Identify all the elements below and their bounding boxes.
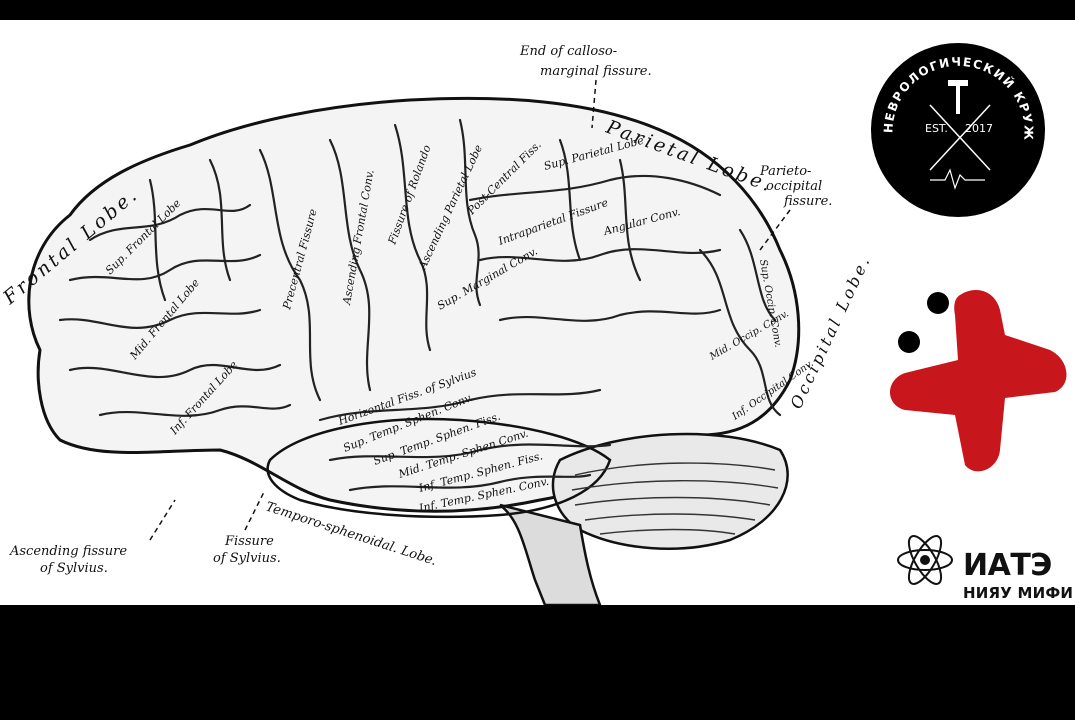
leader-lines [149, 79, 791, 541]
label-ascending-fissure-1: Ascending fissure [9, 544, 127, 559]
label-end-callosomarginal-2: marginal fissure. [540, 64, 652, 79]
label-fissure-sylvius-1: Fissure [224, 534, 274, 549]
red-plus-logo [890, 290, 1067, 472]
top-black-bar [0, 0, 1075, 20]
dot-icon-1 [927, 292, 949, 314]
label-parieto-occipital-3: fissure. [783, 194, 832, 209]
label-parieto-occipital-2: occipital [766, 179, 822, 194]
atom-orbit-3 [907, 535, 943, 585]
iate-wordmark: ИАТЭ [963, 548, 1052, 583]
bottom-black-bar [0, 605, 1075, 720]
dot-icon-2 [898, 331, 920, 353]
cerebellum [551, 432, 789, 550]
reflex-hammer-icon [948, 80, 968, 86]
reflex-hammer-handle [956, 86, 960, 114]
niyau-mifi-wordmark: НИЯУ МИФИ [963, 584, 1074, 602]
temporal-lobe-outline [266, 417, 612, 519]
red-plus-icon [890, 290, 1067, 472]
label-end-callosomarginal-1: End of calloso- [519, 44, 617, 59]
image-canvas: Frontal Lobe. Parietal Lobe. Occipital L… [0, 20, 1075, 605]
atom-orbit-1 [897, 549, 953, 571]
cross-line-2 [929, 104, 991, 171]
label-parieto-occipital-1: Parieto- [759, 164, 811, 179]
year-label: 2017 [965, 122, 993, 135]
est-label: EST. [925, 122, 948, 135]
iate-atom-logo [897, 535, 953, 585]
atom-orbit-2 [907, 535, 943, 585]
pulse-line-icon [930, 168, 985, 190]
brain-stem [499, 503, 602, 605]
gyri-lines [58, 118, 782, 492]
cerebellum-folia [571, 462, 779, 535]
brain-diagram: Frontal Lobe. Parietal Lobe. Occipital L… [0, 20, 1067, 605]
label-fissure-sylvius-2: of Sylvius. [213, 551, 281, 566]
label-ascending-fissure-2: of Sylvius. [40, 561, 108, 576]
atom-nucleus [920, 555, 930, 565]
